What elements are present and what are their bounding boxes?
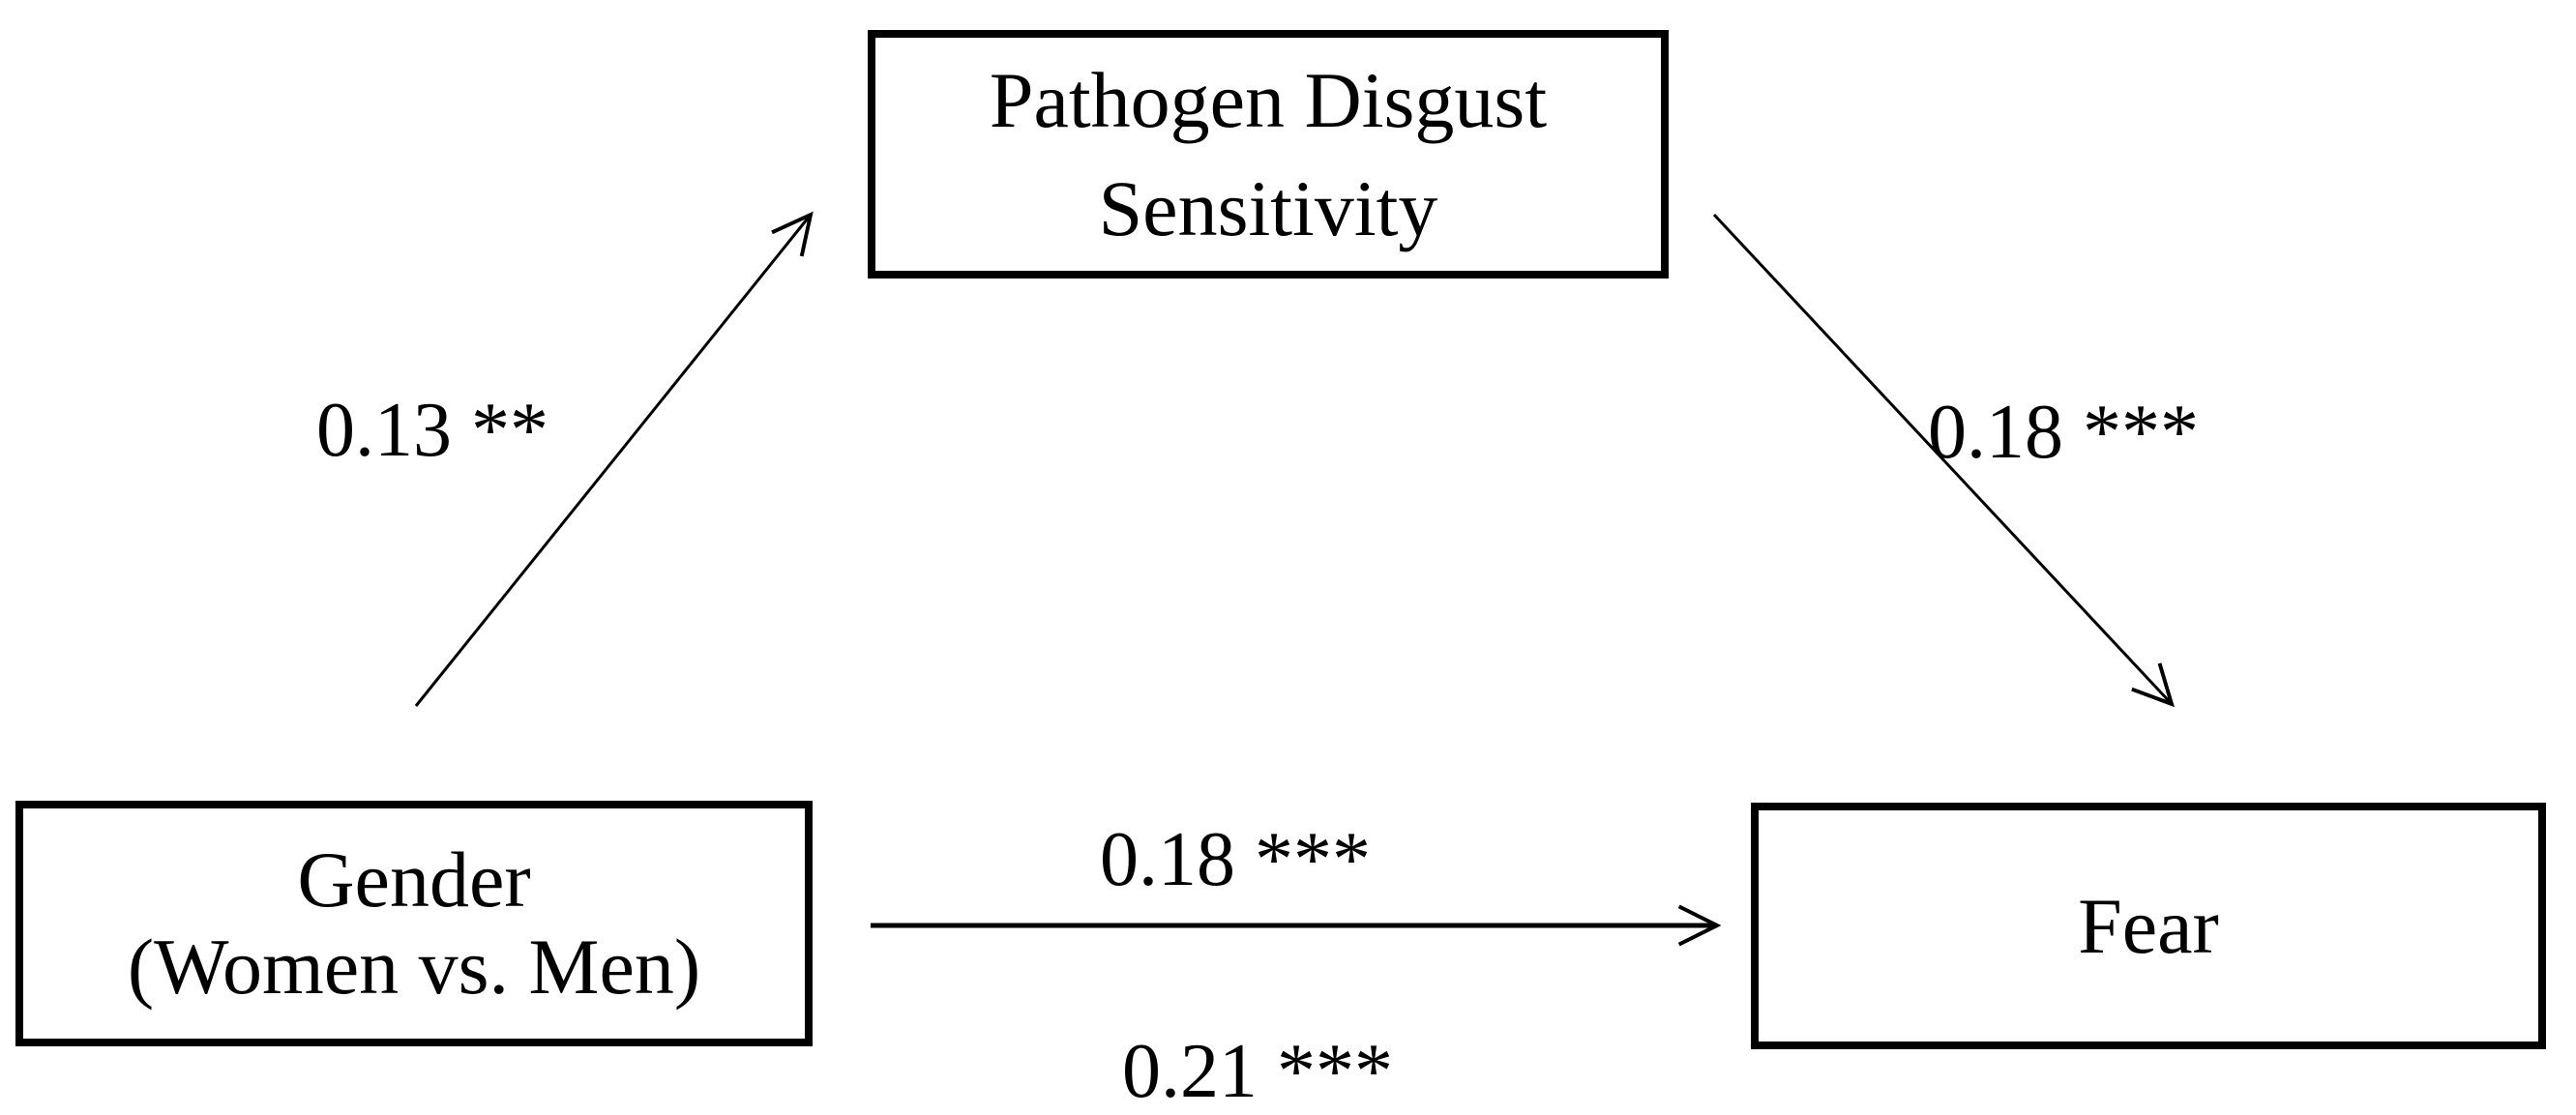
predictor-label-line2: (Women vs. Men) (127, 923, 701, 1011)
predictor-node: Gender (Women vs. Men) (15, 801, 813, 1046)
predictor-label-line1: Gender (297, 836, 531, 924)
path-c-direct-coefficient: 0.18 *** (1100, 817, 1371, 902)
outcome-node: Fear (1751, 803, 2546, 1049)
path-b-arrow (1712, 213, 2175, 708)
path-a-arrow (414, 211, 814, 707)
path-c-total-coefficient: 0.21 *** (1122, 1029, 1393, 1114)
path-b-coefficient: 0.18 *** (1928, 390, 2199, 475)
path-a-coefficient: 0.13 ** (316, 388, 548, 473)
mediator-label-line2: Sensitivity (1098, 163, 1438, 252)
mediator-node: Pathogen Disgust Sensitivity (868, 30, 1669, 279)
outcome-label: Fear (2078, 881, 2219, 970)
mediator-label-line1: Pathogen Disgust (989, 55, 1548, 144)
